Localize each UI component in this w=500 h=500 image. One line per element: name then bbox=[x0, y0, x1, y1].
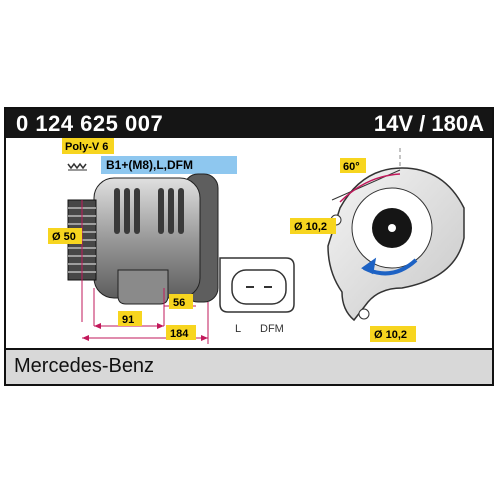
alternator-diagram: Poly-V 6 B1+(M8),L,DFM bbox=[48, 138, 465, 344]
svg-text:Ø 10,2: Ø 10,2 bbox=[374, 329, 407, 341]
svg-text:91: 91 bbox=[122, 314, 134, 326]
vehicle-brand: Mercedes-Benz bbox=[14, 355, 155, 377]
alternator-side-view bbox=[67, 173, 219, 305]
svg-text:B1+(M8),L,DFM: B1+(M8),L,DFM bbox=[106, 158, 193, 172]
dim-width-56: 56 bbox=[164, 294, 196, 309]
svg-text:56: 56 bbox=[173, 297, 185, 309]
dim-angle-60: 60° bbox=[339, 158, 401, 203]
dim-mount-hole-top: Ø 10,2 bbox=[290, 218, 336, 234]
terminal-label: B1+(M8),L,DFM bbox=[101, 156, 237, 174]
part-number: 0 124 625 007 bbox=[16, 111, 164, 136]
rotation-arrow-icon bbox=[361, 257, 418, 276]
svg-text:L: L bbox=[235, 323, 241, 335]
brand-bar: Mercedes-Benz bbox=[6, 348, 492, 384]
poly-v-label: Poly-V 6 bbox=[62, 138, 114, 154]
dim-length-91: 91 bbox=[93, 288, 165, 329]
svg-text:Ø 10,2: Ø 10,2 bbox=[294, 221, 327, 233]
svg-text:184: 184 bbox=[170, 328, 189, 340]
svg-text:DFM: DFM bbox=[260, 323, 284, 335]
dim-length-184: 184 bbox=[82, 302, 209, 344]
belt-profile-icon bbox=[67, 162, 87, 171]
header-bar: 0 124 625 007 14V / 180A bbox=[6, 109, 492, 138]
connector-plug: L DFM bbox=[219, 257, 295, 335]
dim-mount-hole-bottom: Ø 10,2 bbox=[370, 326, 416, 342]
dim-pulley-diameter: Ø 50 bbox=[48, 200, 83, 322]
svg-text:60°: 60° bbox=[343, 161, 360, 173]
rating: 14V / 180A bbox=[373, 111, 484, 136]
alternator-front-view bbox=[327, 148, 465, 322]
alternator-spec-card: 0 124 625 007 14V / 180A Poly-V 6 B bbox=[4, 107, 494, 386]
svg-text:Ø 50: Ø 50 bbox=[52, 231, 76, 243]
svg-text:Poly-V 6: Poly-V 6 bbox=[65, 141, 108, 153]
